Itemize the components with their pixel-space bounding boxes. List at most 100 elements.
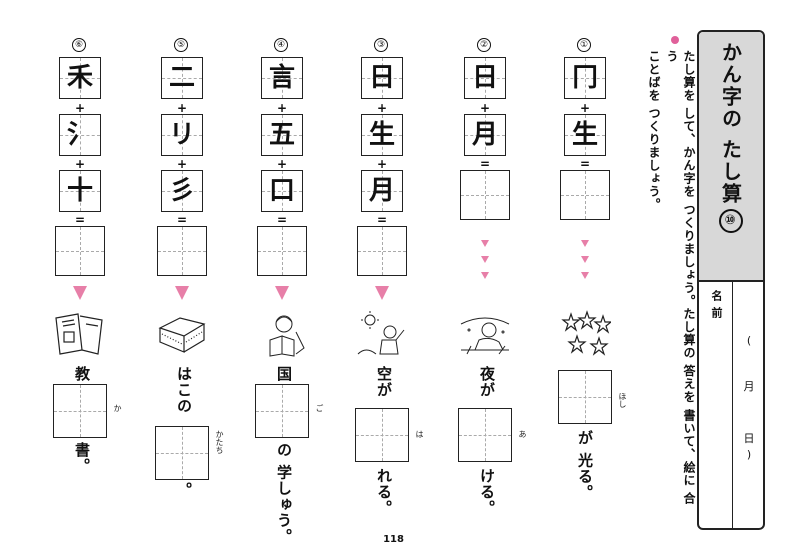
answer-box[interactable] — [460, 170, 510, 220]
sentence-answer-box[interactable] — [255, 384, 309, 438]
sentence-after: ける。 — [478, 468, 496, 516]
kanji-part: 十 — [66, 176, 93, 206]
problem-number: ⑤ — [174, 38, 188, 52]
page-title: かん字の たし算 ⑩ — [699, 42, 763, 272]
stars-icon — [561, 310, 611, 356]
reading-girl-icon — [269, 315, 305, 357]
box-icon — [158, 317, 206, 353]
kanji-part: 冂 — [571, 63, 598, 93]
arrow-icon — [275, 286, 289, 300]
textbooks-icon — [55, 313, 103, 355]
answer-box[interactable] — [157, 226, 207, 276]
kanji-part: 生 — [571, 120, 598, 150]
kanji-part: 二 — [168, 63, 195, 93]
sentence-answer-box[interactable] — [155, 426, 209, 480]
sentence-answer-box[interactable] — [53, 384, 107, 438]
kanji-part: 月 — [368, 176, 395, 206]
part-box: 日 — [464, 57, 506, 99]
kanji-part: 禾 — [66, 63, 93, 93]
reading-hint: ご — [315, 404, 324, 412]
sunrise-boy-icon — [460, 317, 510, 355]
name-field[interactable]: 名前 — [699, 282, 733, 528]
kanji-part: 日 — [471, 63, 498, 93]
plus-sign: + — [579, 101, 591, 115]
instruction-bullet-icon — [671, 36, 679, 44]
reading-hint: ほし — [618, 392, 627, 408]
arrow-icon — [581, 240, 589, 247]
instruction-line-1: たし算を して、かん字を つくりましょう。たし算の 答えを 書いて、絵に 合う — [665, 50, 696, 505]
part-box: 二 — [161, 57, 203, 99]
part-box: 彡 — [161, 170, 203, 212]
plus-sign: + — [276, 101, 288, 115]
reading-hint: か — [113, 404, 122, 412]
kanji-part: 日 — [368, 63, 395, 93]
sentence-answer-box[interactable] — [558, 370, 612, 424]
part-box: 月 — [464, 114, 506, 156]
sentence-after: が 光る。 — [576, 430, 594, 501]
problem-number: ① — [577, 38, 591, 52]
sentence-after: 。 — [175, 482, 193, 498]
sentence-before: 国 — [275, 366, 293, 382]
month-label: 月 — [743, 380, 755, 393]
plus-sign: + — [74, 157, 86, 171]
problem-3: ③ 日 + 生 + 月 = 空が は れる。 — [352, 0, 424, 556]
part-box: 禾 — [59, 57, 101, 99]
title-box: かん字の たし算 ⑩ 名前 ( 月 日 ) — [697, 30, 765, 530]
problem-number: ③ — [374, 38, 388, 52]
part-box: リ — [161, 114, 203, 156]
problem-number: ② — [477, 38, 491, 52]
day-label: 日 — [743, 432, 755, 445]
sentence-answer-box[interactable] — [355, 408, 409, 462]
equals-sign: = — [376, 213, 388, 227]
lesson-number: ⑩ — [719, 208, 743, 233]
sentence-after: の 学しゅう。 — [275, 442, 293, 545]
answer-box[interactable] — [560, 170, 610, 220]
sentence-answer-box[interactable] — [458, 408, 512, 462]
answer-box[interactable] — [55, 226, 105, 276]
part-box: 五 — [261, 114, 303, 156]
arrow-icon — [481, 256, 489, 263]
reading-hint: あ — [518, 430, 527, 438]
part-box: 口 — [261, 170, 303, 212]
date-close-paren: ) — [746, 448, 752, 461]
equals-sign: = — [579, 157, 591, 171]
title-area: かん字の たし算 ⑩ — [699, 32, 763, 282]
kanji-part: リ — [168, 120, 195, 150]
problem-2: ② 日 + 月 = 夜が あ ける。 — [455, 0, 527, 556]
problem-4: ④ 言 + 五 + 口 = 国 ご の 学しゅう。 — [252, 0, 324, 556]
plus-sign: + — [176, 157, 188, 171]
part-box: 冂 — [564, 57, 606, 99]
plus-sign: + — [479, 101, 491, 115]
answer-box[interactable] — [257, 226, 307, 276]
part-box: 生 — [564, 114, 606, 156]
kanji-part: 口 — [268, 176, 295, 206]
problem-1: ① 冂 + 生 = ほし が 光る。 — [555, 0, 627, 556]
arrow-icon — [73, 286, 87, 300]
sentence-after: れる。 — [375, 468, 393, 516]
date-open-paren: ( — [746, 334, 752, 347]
part-box: 日 — [361, 57, 403, 99]
page-number: 118 — [383, 534, 404, 545]
arrow-icon — [481, 272, 489, 279]
sentence-before: はこの — [175, 366, 193, 414]
equals-sign: = — [74, 213, 86, 227]
equals-sign: = — [276, 213, 288, 227]
sentence-before: 教 — [73, 366, 91, 382]
plus-sign: + — [376, 101, 388, 115]
equals-sign: = — [479, 157, 491, 171]
sentence-before: 夜が — [478, 366, 496, 398]
reading-hint: は — [415, 430, 424, 438]
problem-number: ⑥ — [72, 38, 86, 52]
kanji-part: 月 — [471, 120, 498, 150]
kanji-part: 氵 — [66, 120, 93, 150]
date-field[interactable]: ( 月 日 ) — [733, 282, 763, 528]
answer-box[interactable] — [357, 226, 407, 276]
name-label: 名前 — [710, 290, 723, 324]
plus-sign: + — [276, 157, 288, 171]
sunny-kid-icon — [357, 311, 405, 355]
plus-sign: + — [176, 101, 188, 115]
equals-sign: = — [176, 213, 188, 227]
reading-hint: かたち — [215, 430, 224, 454]
problem-5: ⑤ 二 + リ + 彡 = はこの かたち 。 — [152, 0, 224, 556]
